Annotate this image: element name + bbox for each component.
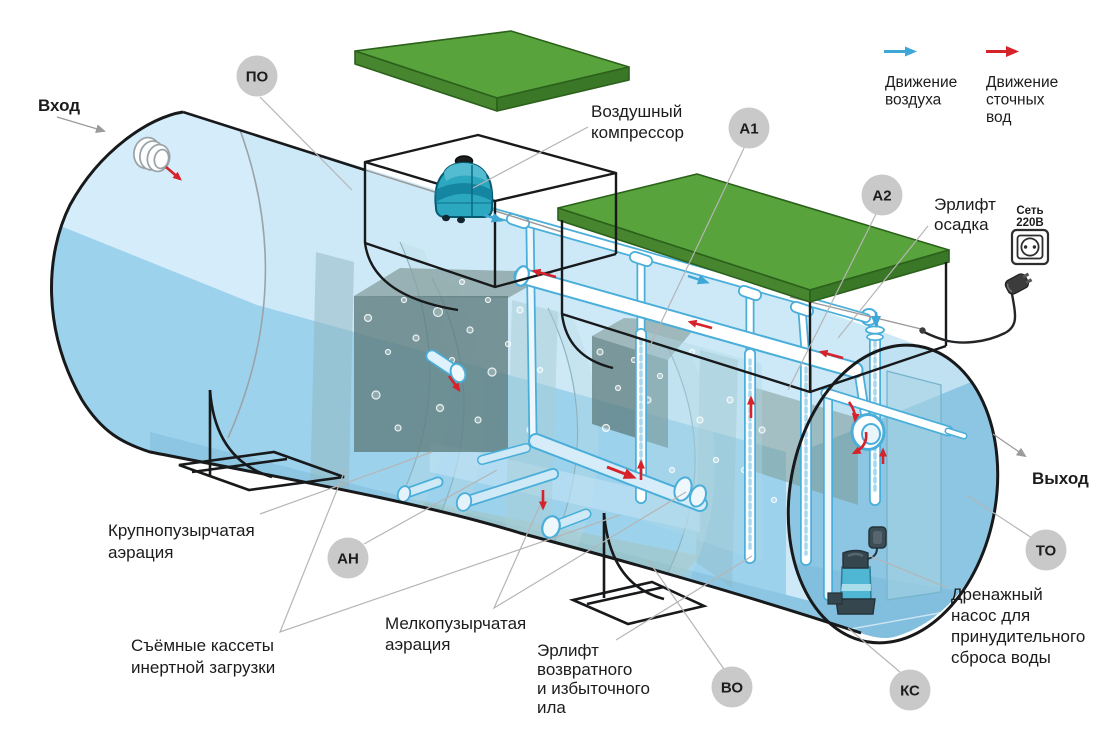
svg-text:принудительного: принудительного [951, 627, 1085, 646]
svg-text:вод: вод [986, 109, 1011, 126]
svg-text:воздуха: воздуха [885, 92, 942, 109]
svg-text:сброса воды: сброса воды [951, 648, 1051, 667]
svg-text:Вход: Вход [38, 96, 80, 115]
svg-text:ВО: ВО [721, 680, 743, 697]
svg-text:инертной загрузки: инертной загрузки [131, 658, 275, 677]
svg-text:аэрация: аэрация [108, 543, 173, 562]
svg-text:Выход: Выход [1032, 469, 1089, 488]
svg-text:А1: А1 [739, 121, 758, 138]
svg-text:и избыточного: и избыточного [537, 679, 650, 698]
svg-text:КС: КС [900, 683, 920, 700]
svg-text:сточных: сточных [986, 92, 1045, 109]
svg-text:Съёмные кассеты: Съёмные кассеты [131, 636, 274, 655]
svg-text:Мелкопузырчатая: Мелкопузырчатая [385, 614, 526, 633]
svg-text:Дренажный: Дренажный [951, 585, 1043, 604]
svg-text:ТО: ТО [1036, 543, 1057, 560]
svg-text:АН: АН [337, 551, 359, 568]
svg-text:ила: ила [537, 698, 566, 717]
svg-text:А2: А2 [872, 188, 891, 205]
svg-text:Эрлифт: Эрлифт [934, 195, 996, 214]
svg-text:осадка: осадка [934, 215, 989, 234]
svg-text:насос для: насос для [951, 606, 1030, 625]
svg-text:Движение: Движение [885, 74, 957, 91]
svg-text:Воздушный: Воздушный [591, 102, 682, 121]
svg-text:Эрлифт: Эрлифт [537, 641, 599, 660]
svg-text:аэрация: аэрация [385, 635, 450, 654]
svg-text:Движение: Движение [986, 74, 1058, 91]
svg-text:Крупнопузырчатая: Крупнопузырчатая [108, 521, 255, 540]
svg-text:ПО: ПО [246, 69, 269, 86]
svg-text:Сеть: Сеть [1016, 205, 1043, 217]
svg-text:возвратного: возвратного [537, 660, 632, 679]
svg-text:компрессор: компрессор [591, 123, 684, 142]
svg-text:220В: 220В [1016, 217, 1044, 229]
